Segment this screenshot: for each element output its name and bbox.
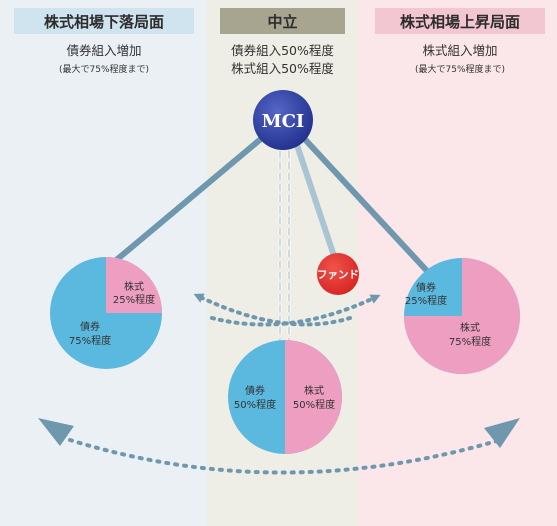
mci-node: MCI (253, 90, 313, 150)
decline-phase-limit: (最大で75%程度まで) (58, 65, 150, 75)
decline-phase-title: 株式相場下落局面 (14, 8, 194, 34)
neutral-stock-label: 株式 (304, 384, 324, 397)
neutral-phase-pie: 債券 50%程度 株式 50%程度 (228, 340, 342, 454)
neutral-bond-value: 50%程度 (234, 398, 276, 411)
mci-to-neutral-connector (278, 140, 291, 340)
decline-stock-label: 株式 (124, 280, 144, 293)
decline-bond-label: 債券 (80, 320, 100, 333)
rise-phase-pie: 債券 25%程度 株式 75%程度 (404, 258, 520, 374)
fund-node: ファンド (317, 253, 359, 295)
neutral-bond-note: 債券組入50%程度 (231, 43, 334, 58)
two-way-arrow-right-head (484, 418, 520, 448)
neutral-phase-title: 中立 (220, 8, 345, 34)
left-shift-arrow (193, 293, 352, 327)
neutral-stock-note: 株式組入50%程度 (231, 61, 334, 76)
rise-phase-limit: (最大で75%程度まで) (414, 65, 506, 75)
rise-phase-note: 株式組入増加 (422, 43, 498, 58)
neutral-stock-value: 50%程度 (293, 398, 335, 411)
decline-phase-pie: 株式 25%程度 債券 75%程度 (50, 257, 162, 369)
mci-to-left-connector (111, 135, 265, 265)
rise-stock-slice (404, 258, 520, 374)
two-way-arrow-left-head (38, 418, 74, 446)
mci-to-right-connector (297, 131, 431, 275)
rise-stock-value: 75%程度 (449, 335, 491, 348)
two-way-arrow (68, 438, 502, 475)
rise-bond-label: 債券 (416, 281, 436, 294)
rise-bond-value: 25%程度 (405, 294, 447, 307)
rise-phase-title: 株式相場上昇局面 (375, 8, 545, 34)
mci-to-fund-connector (293, 139, 339, 265)
decline-bond-value: 75%程度 (69, 334, 111, 347)
decline-stock-slice (106, 257, 162, 313)
decline-stock-value: 25%程度 (113, 293, 155, 306)
fund-label: ファンド (317, 269, 359, 281)
mci-label: MCI (262, 111, 305, 132)
rise-stock-label: 株式 (460, 321, 480, 334)
neutral-bond-label: 債券 (245, 384, 265, 397)
decline-phase-note: 債券組入増加 (66, 43, 142, 58)
neutral-stock-slice (285, 340, 342, 454)
right-shift-arrow (210, 294, 381, 327)
